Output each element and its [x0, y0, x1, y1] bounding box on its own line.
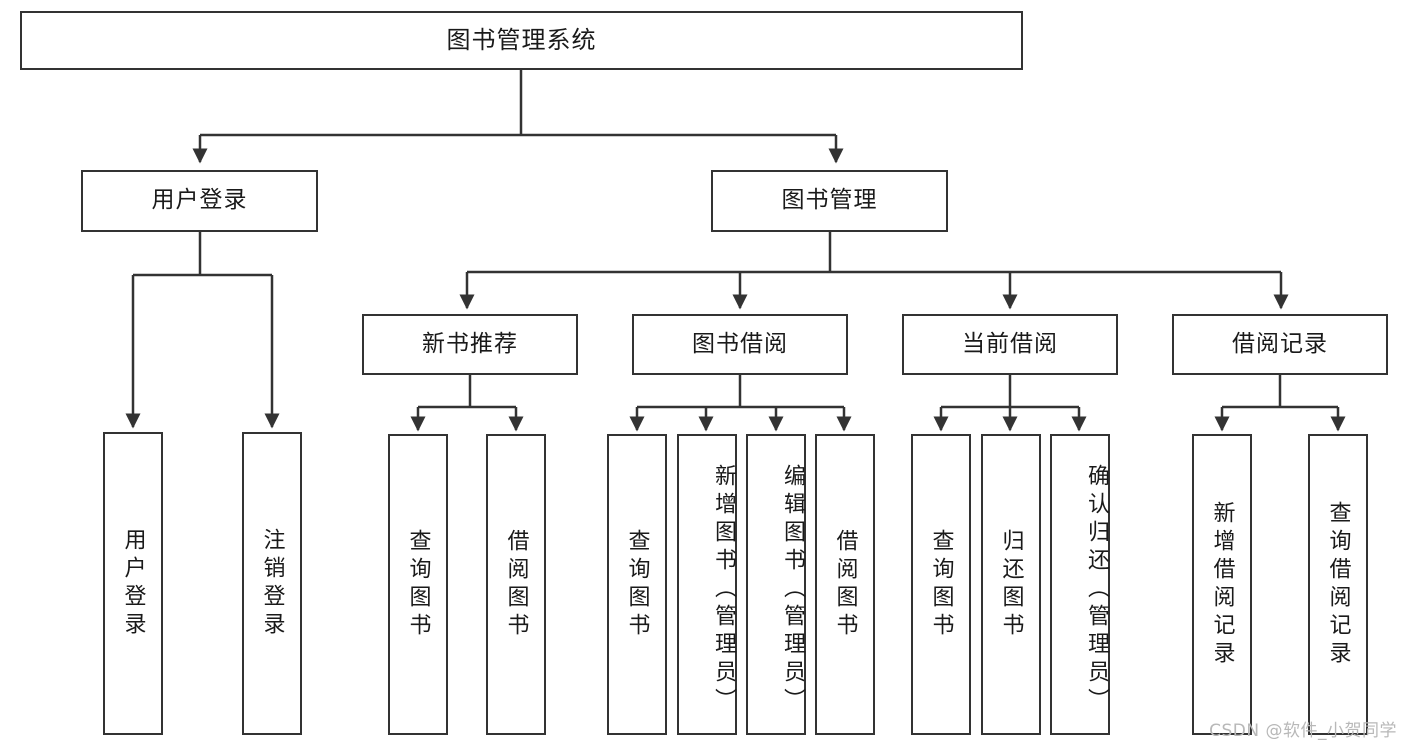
node-root-book-management-system[interactable]: 图书管理系统	[20, 11, 1023, 70]
node-book-management[interactable]: 图书管理	[711, 170, 948, 232]
leaf-borrow-book-borrow[interactable]: 借阅图书	[815, 434, 875, 735]
node-book-borrow[interactable]: 图书借阅	[632, 314, 848, 375]
leaf-query-book-recommend[interactable]: 查询图书	[388, 434, 448, 735]
leaf-confirm-return-admin[interactable]: 确认归还（管理员）	[1050, 434, 1110, 735]
leaf-edit-book-admin[interactable]: 编辑图书（管理员）	[746, 434, 806, 735]
leaf-add-borrow-record[interactable]: 新增借阅记录	[1192, 434, 1252, 735]
node-borrow-record[interactable]: 借阅记录	[1172, 314, 1388, 375]
leaf-borrow-book-recommend[interactable]: 借阅图书	[486, 434, 546, 735]
leaf-user-logout[interactable]: 注销登录	[242, 432, 302, 735]
leaf-return-book[interactable]: 归还图书	[981, 434, 1041, 735]
node-user-login[interactable]: 用户登录	[81, 170, 318, 232]
leaf-user-login[interactable]: 用户登录	[103, 432, 163, 735]
leaf-query-book-borrow[interactable]: 查询图书	[607, 434, 667, 735]
leaf-add-book-admin[interactable]: 新增图书（管理员）	[677, 434, 737, 735]
leaf-query-book-current[interactable]: 查询图书	[911, 434, 971, 735]
node-new-book-recommend[interactable]: 新书推荐	[362, 314, 578, 375]
csdn-watermark: CSDN @软件_小贺同学	[1209, 721, 1397, 741]
leaf-query-borrow-record[interactable]: 查询借阅记录	[1308, 434, 1368, 735]
node-current-borrow[interactable]: 当前借阅	[902, 314, 1118, 375]
